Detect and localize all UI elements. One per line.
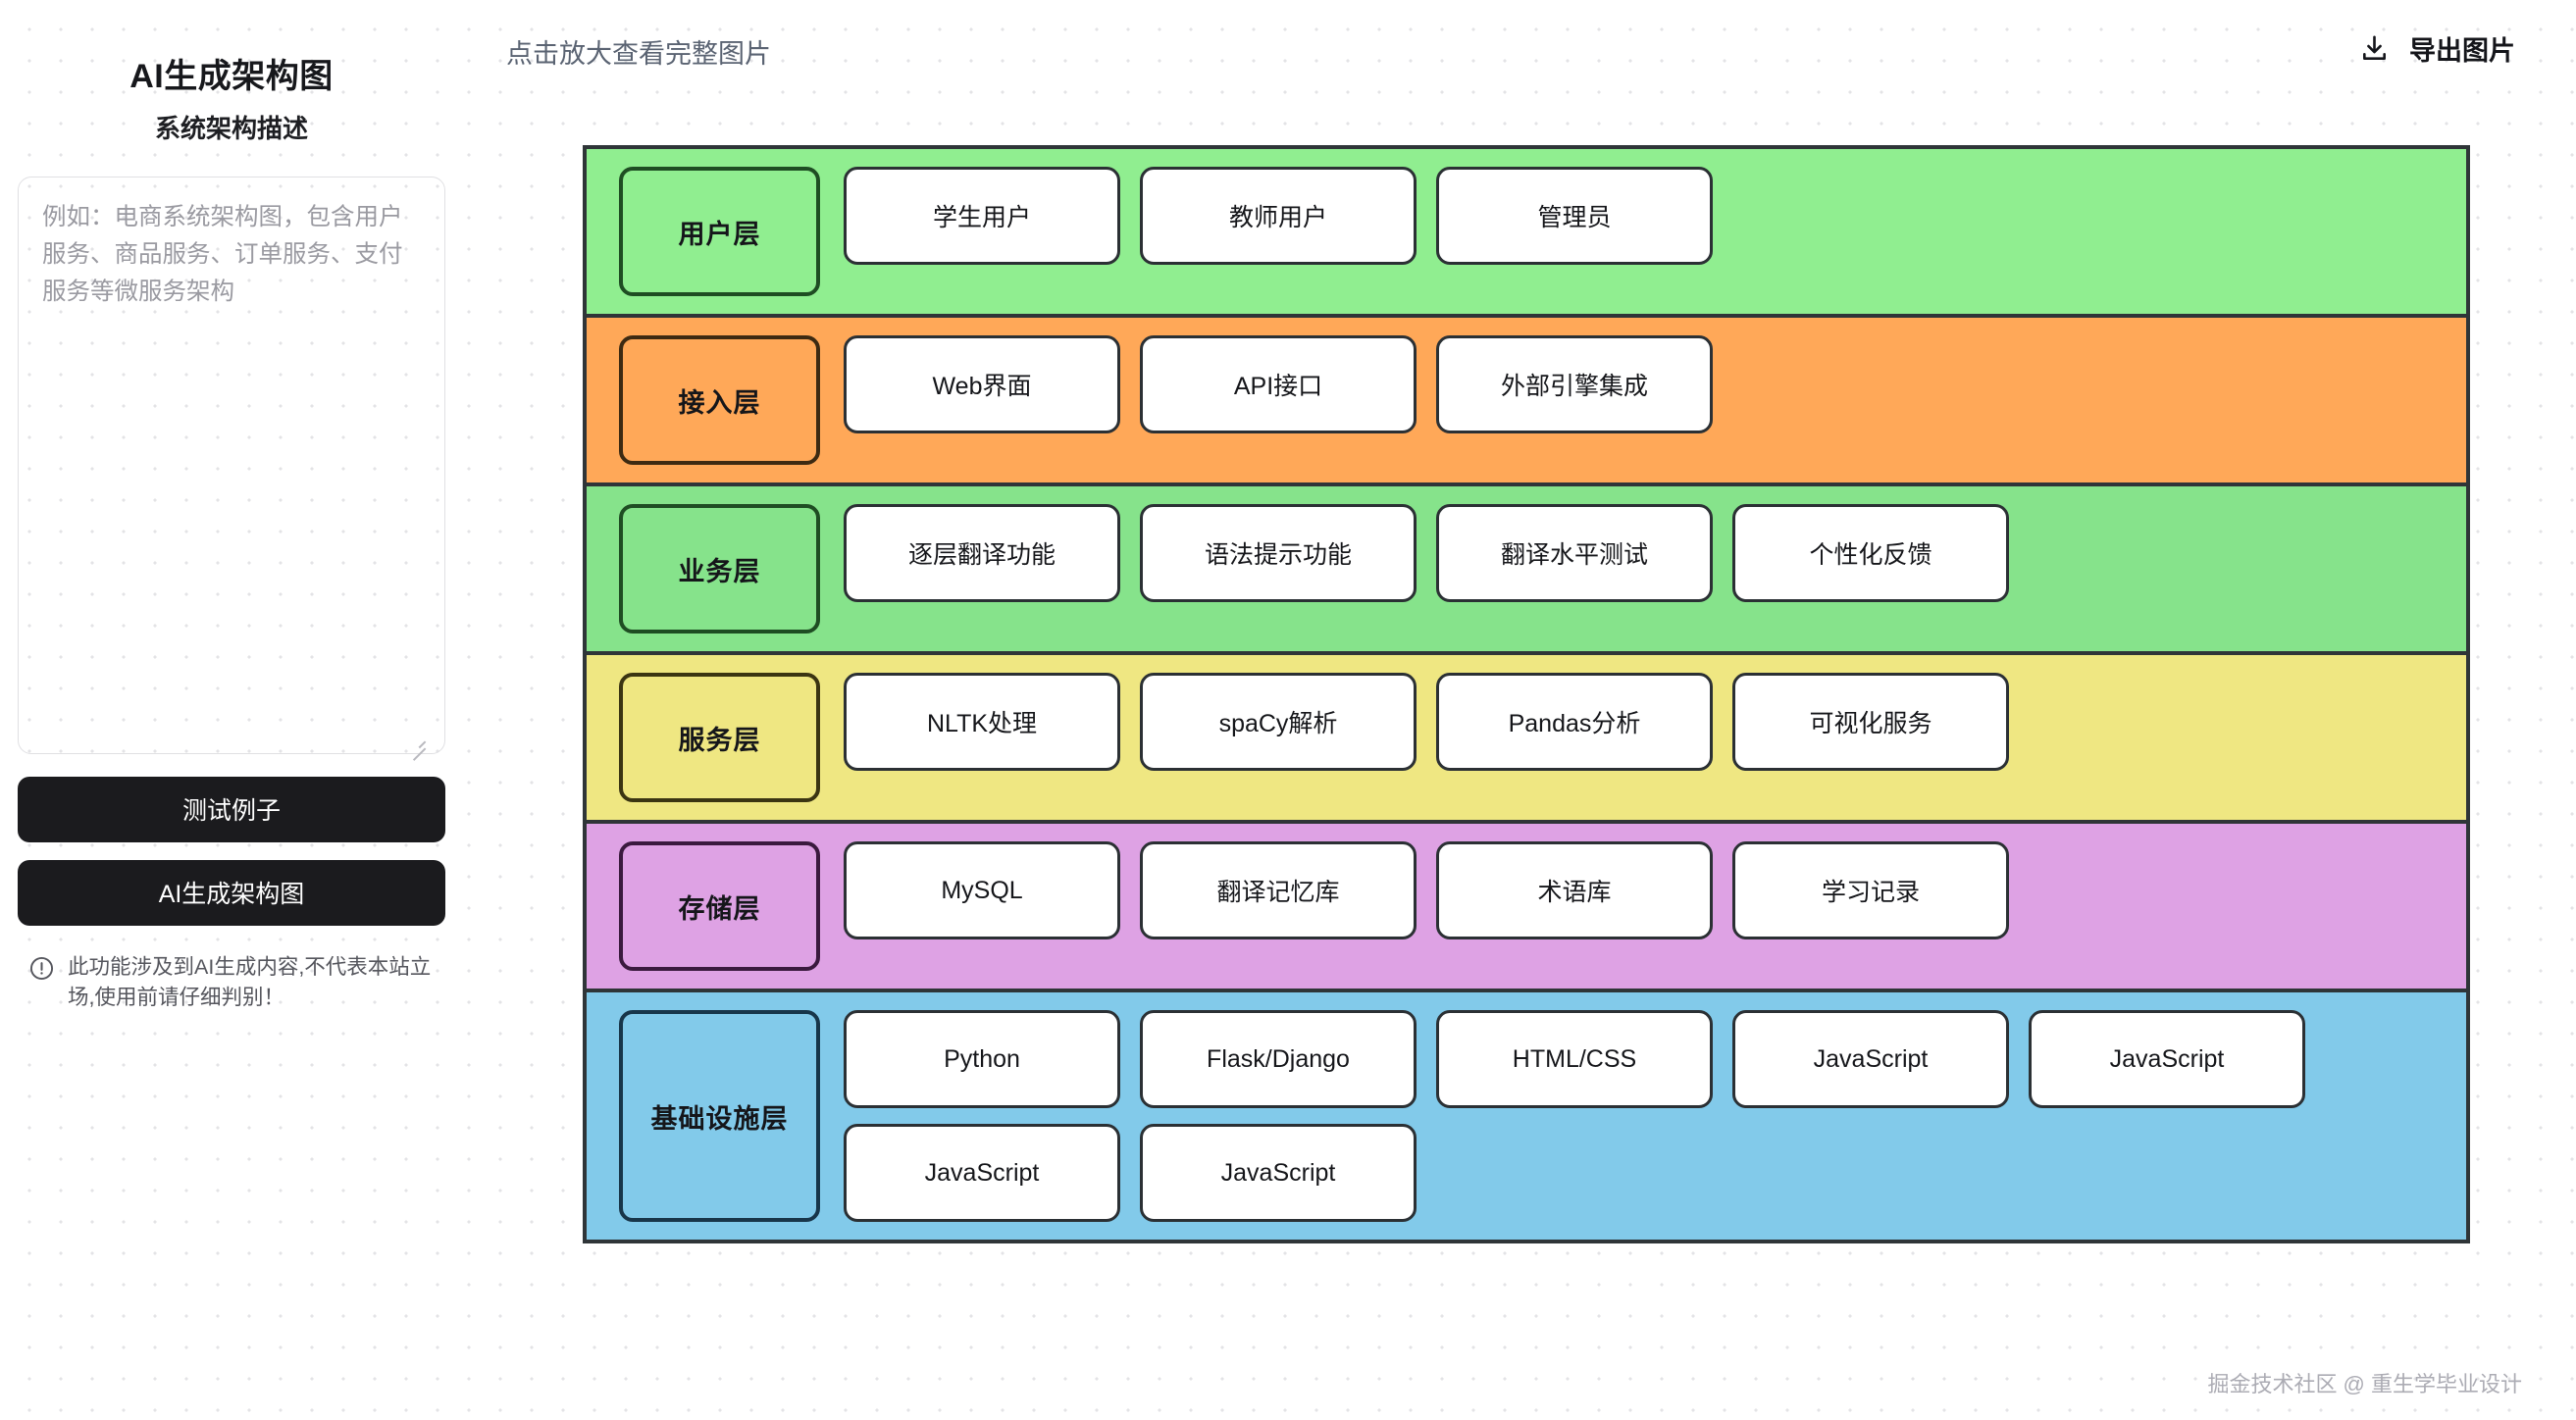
layer-label[interactable]: 用户层: [619, 167, 820, 296]
architecture-description-input[interactable]: [18, 176, 445, 754]
layer-label-wrapper: 业务层: [587, 504, 844, 634]
watermark: 掘金技术社区 @ 重生学毕业设计: [2207, 1367, 2522, 1398]
diagram-node[interactable]: JavaScript: [1140, 1124, 1417, 1222]
diagram-node[interactable]: 语法提示功能: [1140, 504, 1417, 602]
diagram-node[interactable]: 教师用户: [1140, 167, 1417, 265]
export-image-label: 导出图片: [2409, 36, 2515, 66]
layer-node-list: 逐层翻译功能语法提示功能翻译水平测试个性化反馈: [844, 504, 2466, 634]
generate-architecture-button[interactable]: AI生成架构图: [18, 859, 445, 926]
download-icon: [2363, 35, 2386, 60]
zoom-hint-text: 点击放大查看完整图片: [506, 39, 771, 69]
diagram-node[interactable]: 管理员: [1436, 167, 1713, 265]
test-example-button[interactable]: 测试例子: [18, 776, 445, 842]
disclaimer-text: 此功能涉及到AI生成内容,不代表本站立场,使用前请仔细判别！: [68, 954, 432, 1010]
diagram-node[interactable]: 个性化反馈: [1732, 504, 2009, 602]
layer-label-wrapper: 接入层: [587, 335, 844, 465]
diagram-node[interactable]: Web界面: [844, 335, 1120, 433]
layer-label-wrapper: 基础设施层: [587, 1010, 844, 1222]
diagram-node[interactable]: 学习记录: [1732, 841, 2009, 939]
diagram-node[interactable]: JavaScript: [844, 1124, 1120, 1222]
diagram-node[interactable]: Pandas分析: [1436, 673, 1713, 771]
layer-node-list: 学生用户教师用户管理员: [844, 167, 2466, 296]
diagram-node[interactable]: 翻译记忆库: [1140, 841, 1417, 939]
layer-label[interactable]: 接入层: [619, 335, 820, 465]
diagram-node[interactable]: Flask/Django: [1140, 1010, 1417, 1108]
diagram-node[interactable]: JavaScript: [1732, 1010, 2009, 1108]
disclaimer: 此功能涉及到AI生成内容,不代表本站立场,使用前请仔细判别！: [18, 952, 445, 1013]
prompt-field-wrapper: [18, 144, 445, 759]
page-subtitle: 系统架构描述: [154, 113, 308, 143]
diagram-node[interactable]: 逐层翻译功能: [844, 504, 1120, 602]
diagram-node[interactable]: API接口: [1140, 335, 1417, 433]
watermark-text: 掘金技术社区 @ 重生学毕业设计: [2207, 1372, 2522, 1396]
layer-label-wrapper: 存储层: [587, 841, 844, 971]
layer-label[interactable]: 基础设施层: [619, 1010, 820, 1222]
diagram-node[interactable]: 学生用户: [844, 167, 1120, 265]
diagram-node[interactable]: HTML/CSS: [1436, 1010, 1713, 1108]
layer-label-wrapper: 用户层: [587, 167, 844, 296]
diagram-node[interactable]: 翻译水平测试: [1436, 504, 1713, 602]
diagram-layer: 用户层学生用户教师用户管理员: [587, 149, 2466, 318]
diagram-node[interactable]: JavaScript: [2029, 1010, 2305, 1108]
diagram-node[interactable]: 术语库: [1436, 841, 1713, 939]
diagram-node[interactable]: NLTK处理: [844, 673, 1120, 771]
diagram-node[interactable]: spaCy解析: [1140, 673, 1417, 771]
diagram-node[interactable]: 外部引擎集成: [1436, 335, 1713, 433]
page-title: AI生成架构图: [129, 58, 334, 95]
layer-label[interactable]: 存储层: [619, 841, 820, 971]
alert-circle-icon: [29, 956, 54, 981]
sidebar: AI生成架构图 系统架构描述 测试例子 AI生成架构图 此功能涉及到AI生成内容…: [0, 0, 463, 1420]
diagram-node[interactable]: MySQL: [844, 841, 1120, 939]
layer-label[interactable]: 业务层: [619, 504, 820, 634]
diagram-node[interactable]: 可视化服务: [1732, 673, 2009, 771]
layer-label[interactable]: 服务层: [619, 673, 820, 802]
diagram-layer: 业务层逐层翻译功能语法提示功能翻译水平测试个性化反馈: [587, 486, 2466, 655]
layer-label-wrapper: 服务层: [587, 673, 844, 802]
diagram-node[interactable]: Python: [844, 1010, 1120, 1108]
topbar: 点击放大查看完整图片 导出图片: [463, 0, 2576, 94]
export-image-button[interactable]: 导出图片: [2358, 29, 2515, 68]
